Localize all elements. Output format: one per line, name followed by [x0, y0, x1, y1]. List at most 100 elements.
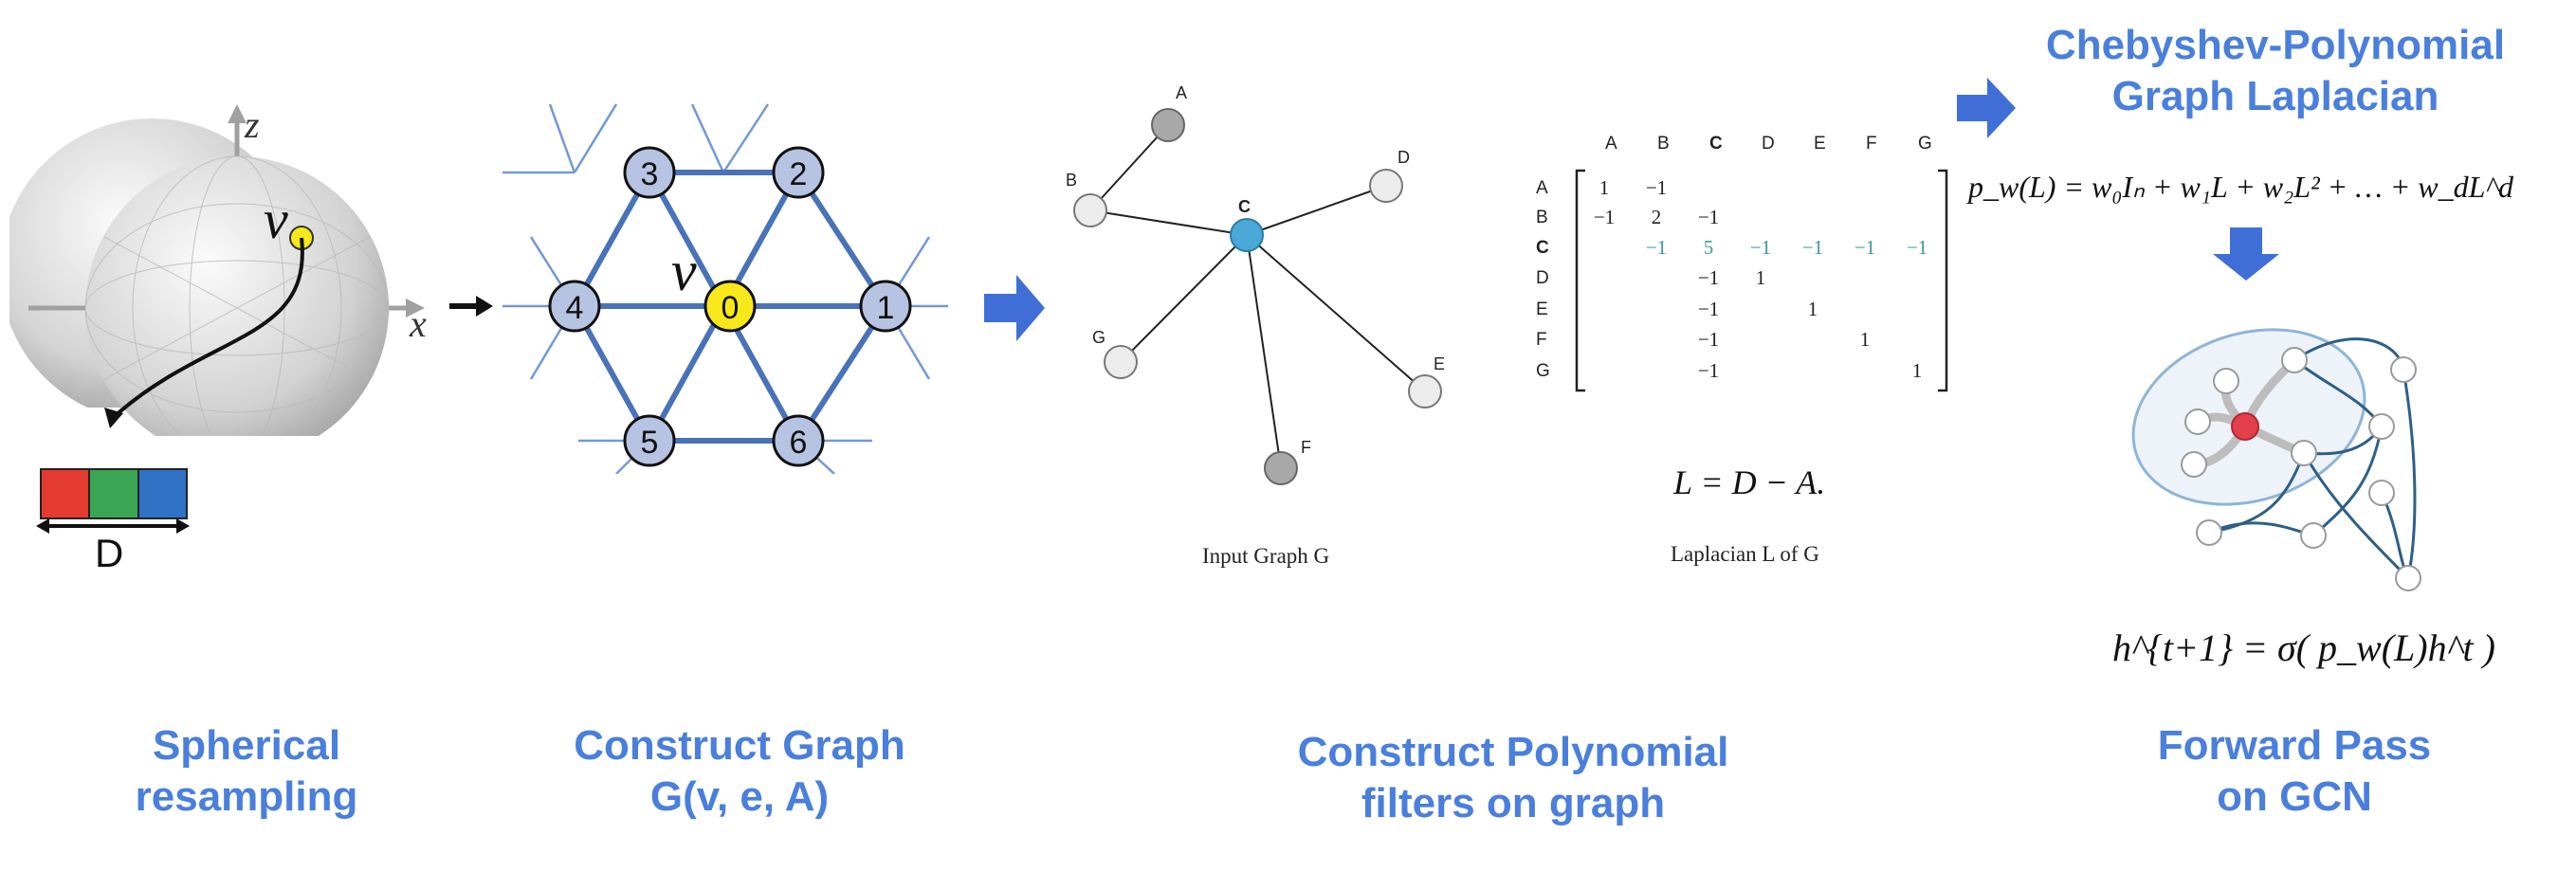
matrix-col-header: C [1709, 134, 1723, 154]
vertex-v-label: v [264, 189, 288, 250]
matrix-col-header: D [1762, 134, 1775, 154]
matrix-row-header: E [1536, 299, 1548, 319]
gcn-center-node [2231, 412, 2259, 441]
matrix-cell: −1 [1854, 236, 1876, 259]
graph-node-d [1369, 169, 1403, 203]
hex-node-label: 4 [566, 290, 584, 326]
graph-label-a: A [1176, 83, 1187, 102]
axis-x-label: x [410, 302, 427, 345]
matrix-cell: −1 [1645, 176, 1668, 199]
matrix-row-header: B [1536, 208, 1548, 227]
hex-node-1 [859, 280, 912, 333]
gcn-node [2368, 480, 2395, 506]
hex-graph: 3 2 4 0 1 5 6 [502, 103, 948, 474]
step-arrow-icon [984, 275, 1045, 341]
graph-label-b: B [1066, 171, 1077, 190]
down-arrow-icon [2213, 227, 2279, 281]
graph-node-c [1230, 218, 1264, 252]
axis-z-label: z [245, 103, 260, 146]
matrix-cell: 1 [1599, 176, 1610, 199]
matrix-cell: −1 [1593, 206, 1616, 228]
matrix-cell: −1 [1697, 359, 1720, 382]
matrix-cell: −1 [1645, 236, 1668, 259]
hex-node-6 [772, 414, 825, 467]
graph-node-e [1408, 374, 1442, 408]
gcn-node [2181, 451, 2207, 478]
matrix-row-header: C [1536, 238, 1549, 258]
gcn-node [2184, 408, 2211, 435]
matrix-cell: −1 [1697, 206, 1720, 228]
chebyshev-title-line1: Chebyshev-Polynomial [2045, 22, 2506, 68]
caption-line: Construct Polynomial [1297, 729, 1729, 775]
small-arrow-icon [449, 296, 493, 317]
color-bins [40, 468, 188, 519]
top-arrow-icon [1957, 78, 2016, 138]
matrix-cell: −1 [1906, 236, 1928, 259]
matrix-brackets [1575, 169, 1948, 392]
matrix-cell: 1 [1755, 266, 1766, 289]
matrix-cell: −1 [1749, 236, 1772, 259]
graph-node-f [1264, 451, 1298, 485]
matrix-col-header: E [1814, 134, 1826, 154]
graph-label-e: E [1434, 354, 1445, 373]
hex-node-label: 1 [877, 290, 895, 326]
dim-label: D [95, 531, 124, 575]
matrix-col-header: B [1657, 134, 1670, 154]
matrix-col-header: G [1918, 134, 1932, 154]
chebyshev-title-line2: Graph Laplacian [2111, 73, 2439, 119]
matrix-cell: −1 [1697, 298, 1720, 320]
caption-line: G(v, e, A) [649, 773, 830, 820]
hex-node-4 [548, 280, 601, 333]
matrix-cell: 1 [1807, 298, 1818, 320]
polynomial-formula: p_w(L) = w₀Iₙ + w₁L + w₂L² + … + w_dL^d [1968, 170, 2513, 204]
matrix-cell: −1 [1801, 236, 1824, 259]
matrix-cell: 1 [1911, 359, 1923, 382]
hex-node-0 [703, 280, 757, 333]
hex-node-2 [772, 146, 825, 199]
gcn-node [2196, 519, 2222, 546]
matrix-row-header: A [1536, 178, 1548, 198]
gcn-node [2291, 440, 2317, 466]
hex-node-label: 2 [790, 156, 808, 192]
gcn-node [2300, 522, 2327, 549]
hex-node-5 [623, 414, 676, 467]
caption-line: Construct Graph [574, 722, 905, 769]
hex-node-label: 0 [722, 290, 740, 326]
hex-node-label: 3 [641, 156, 659, 192]
caption-line: on GCN [2217, 773, 2372, 820]
matrix-row-header: F [1536, 330, 1547, 350]
caption-line: Forward Pass [2157, 722, 2432, 769]
graph-label-g: G [1092, 328, 1105, 347]
graph-node-g [1104, 345, 1138, 379]
sphere-main [28, 104, 425, 436]
hex-center-v-label: v [671, 240, 697, 302]
caption-polynomial-filters: Construct Polynomial filters on graph [1267, 727, 1760, 829]
input-graph: A B C D E F G [1066, 83, 1445, 485]
graph-label-c: C [1238, 197, 1251, 216]
bin-red [42, 470, 91, 517]
gcn-node [2281, 347, 2308, 373]
hex-node-label: 5 [641, 425, 659, 461]
input-graph-caption: Input Graph G [1202, 544, 1330, 568]
dim-arrow [36, 518, 190, 534]
gcn-graph [2131, 328, 2421, 591]
caption-forward-pass: Forward Pass on GCN [2086, 720, 2503, 823]
gcn-node [2390, 356, 2417, 383]
matrix-cell: −1 [1697, 266, 1720, 289]
caption-line: Spherical [152, 722, 341, 769]
graph-node-b [1073, 193, 1107, 227]
bin-green [90, 470, 139, 517]
laplacian-equation: L = D − A. [1673, 463, 1826, 501]
matrix-cell: −1 [1697, 328, 1720, 351]
matrix-cell: 2 [1651, 206, 1662, 228]
graph-label-f: F [1301, 438, 1311, 457]
matrix-cell: 1 [1859, 328, 1871, 351]
matrix-col-header: A [1605, 134, 1617, 154]
hex-node-3 [623, 146, 676, 199]
forward-formula: h^{t+1} = σ( p_w(L)h^t ) [2112, 626, 2495, 669]
caption-line: filters on graph [1361, 780, 1666, 826]
matrix-row-header: G [1536, 361, 1550, 381]
caption-construct-graph: Construct Graph G(v, e, A) [531, 720, 948, 823]
gcn-node [2395, 565, 2421, 591]
caption-line: resampling [135, 773, 358, 820]
